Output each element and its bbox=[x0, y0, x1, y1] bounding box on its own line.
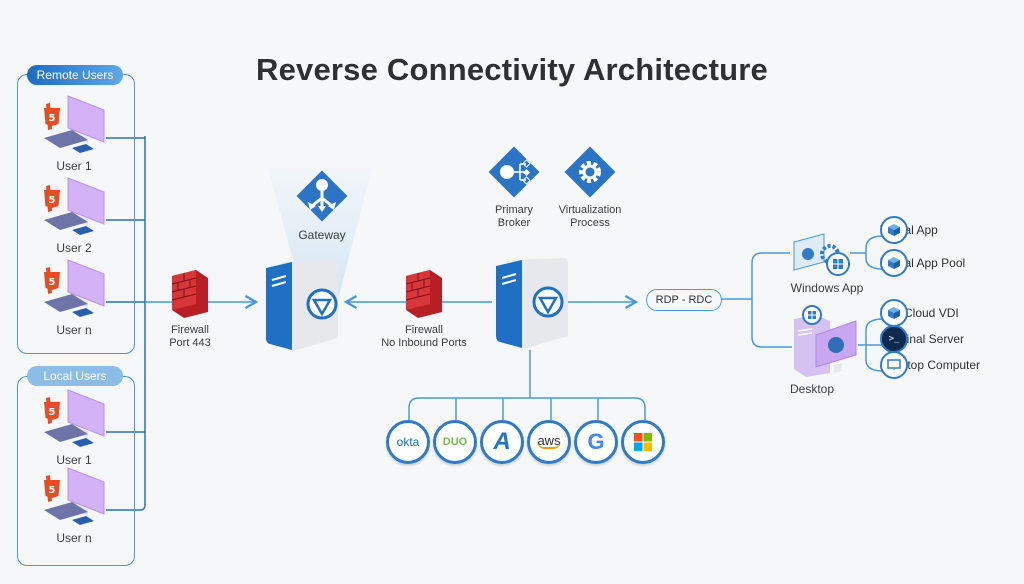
windows-app-label: Windows App bbox=[790, 281, 864, 295]
virtualization-process-icon bbox=[564, 146, 616, 198]
html5-icon: 5 bbox=[44, 402, 60, 420]
firewall-middle-line2: No Inbound Ports bbox=[381, 337, 467, 349]
duo-logo-icon: DUO bbox=[442, 436, 468, 448]
firewall-left-line1: Firewall bbox=[171, 324, 209, 336]
page-title: Reverse Connectivity Architecture bbox=[256, 52, 768, 87]
virtualization-process-label: Virtualization Process bbox=[552, 204, 628, 230]
identity-provider-duo[interactable]: DUO bbox=[433, 420, 477, 464]
rdp-rdc-protocol: RDP - RDC bbox=[646, 289, 722, 311]
identity-provider-azure[interactable]: A bbox=[480, 420, 524, 464]
user-label: User n bbox=[56, 323, 92, 337]
identity-provider-okta[interactable]: okta bbox=[386, 420, 430, 464]
gateway-icon bbox=[296, 170, 348, 222]
firewall-left-icon bbox=[171, 270, 208, 318]
svg-text:5: 5 bbox=[49, 113, 56, 124]
broker-server bbox=[496, 258, 568, 350]
primary-broker-label: Primary Broker bbox=[484, 204, 544, 230]
user-workstation[interactable]: 5 bbox=[16, 384, 106, 474]
user-label: User n bbox=[56, 531, 92, 545]
firewall-left-line2: Port 443 bbox=[169, 337, 211, 349]
user-label: User 1 bbox=[56, 453, 92, 467]
identity-provider-aws[interactable]: aws bbox=[527, 420, 571, 464]
svg-text:5: 5 bbox=[49, 407, 56, 418]
user-workstation[interactable]: 5 bbox=[16, 462, 106, 552]
desktop-label: Desktop bbox=[789, 382, 835, 396]
html5-icon: 5 bbox=[44, 272, 60, 290]
desktop-child[interactable]: >_ Terminal Server bbox=[880, 325, 964, 353]
html5-icon: 5 bbox=[44, 108, 60, 126]
firewall-left-label: Firewall Port 443 bbox=[155, 324, 225, 350]
monitor-icon bbox=[880, 351, 908, 379]
workstation-icon: 5 bbox=[44, 467, 105, 525]
gateway-label: Gateway bbox=[298, 228, 346, 242]
identity-provider-microsoft[interactable] bbox=[621, 420, 665, 464]
broker-line1: Primary bbox=[495, 204, 533, 216]
workstation-icon: 5 bbox=[44, 177, 105, 235]
svg-text:5: 5 bbox=[49, 485, 56, 496]
aws-logo-icon: aws bbox=[537, 433, 561, 449]
workstation-icon: 5 bbox=[44, 259, 105, 317]
user-label: User 2 bbox=[56, 241, 92, 255]
primary-broker-icon bbox=[488, 146, 540, 198]
user-label: User 1 bbox=[56, 159, 92, 173]
desktop-child[interactable]: Desktop Computer bbox=[880, 351, 980, 379]
windows-app-child[interactable]: Virtual App Pool bbox=[880, 249, 965, 277]
azure-logo-icon: A bbox=[493, 428, 511, 455]
desktop-icon bbox=[794, 305, 857, 377]
workstation-icon: 5 bbox=[44, 95, 105, 153]
identity-provider-google[interactable]: G bbox=[574, 420, 618, 464]
svg-text:5: 5 bbox=[49, 195, 56, 206]
remote-users-label: Remote Users bbox=[27, 65, 123, 85]
desktop-child[interactable]: VDI-Cloud VDI bbox=[880, 299, 959, 327]
user-workstation[interactable]: 5 bbox=[16, 172, 106, 262]
cube-icon bbox=[880, 249, 908, 277]
virtualization-line2: Process bbox=[570, 217, 610, 229]
cube-icon bbox=[880, 299, 908, 327]
firewall-middle-line1: Firewall bbox=[405, 324, 443, 336]
okta-logo-icon: okta bbox=[396, 435, 420, 449]
microsoft-logo-icon bbox=[634, 433, 652, 451]
user-workstation[interactable]: 5 bbox=[16, 254, 106, 344]
local-users-label: Local Users bbox=[27, 366, 123, 386]
virtualization-line1: Virtualization bbox=[558, 204, 622, 216]
user-workstation[interactable]: 5 bbox=[16, 90, 106, 180]
broker-line2: Broker bbox=[497, 217, 531, 229]
cube-icon bbox=[880, 216, 908, 244]
windows-app-child[interactable]: Virtual App bbox=[880, 216, 938, 244]
windows-app-icon bbox=[793, 233, 850, 276]
workstation-icon: 5 bbox=[44, 389, 105, 447]
gateway-server bbox=[266, 260, 338, 352]
firewall-middle-icon bbox=[405, 270, 442, 318]
gateway-beam bbox=[268, 168, 372, 330]
html5-icon: 5 bbox=[44, 190, 60, 208]
html5-icon: 5 bbox=[44, 480, 60, 498]
google-logo-icon: G bbox=[587, 429, 605, 454]
firewall-middle-label: Firewall No Inbound Ports bbox=[374, 324, 474, 350]
terminal-icon: >_ bbox=[880, 325, 908, 353]
svg-text:5: 5 bbox=[49, 277, 56, 288]
